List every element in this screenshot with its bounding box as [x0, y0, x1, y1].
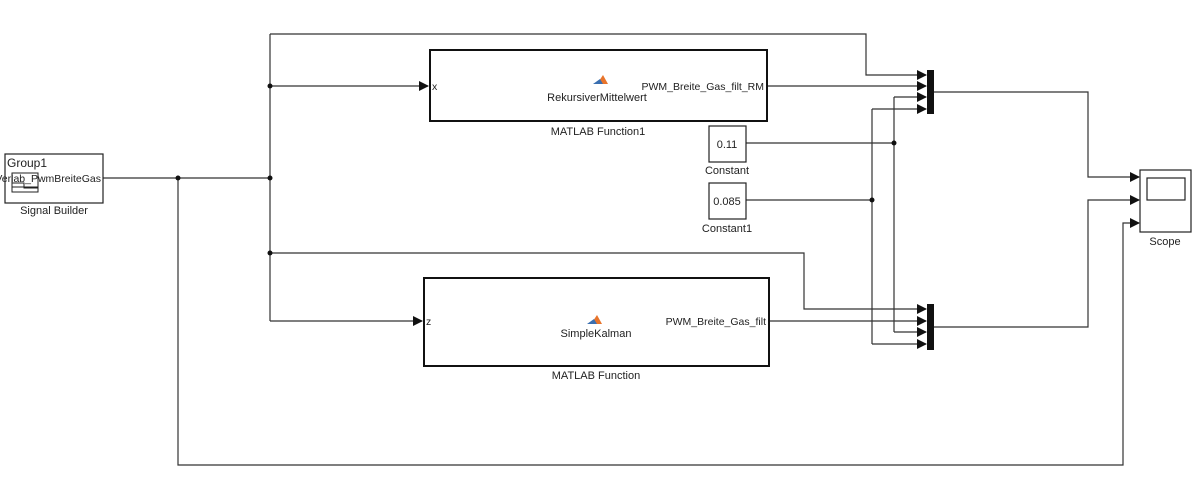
- constant-value: 0.11: [717, 139, 738, 151]
- constant-label: Constant: [705, 165, 749, 177]
- signal-builder-group: Group1: [7, 156, 47, 170]
- constant1-block[interactable]: 0.085 Constant1: [702, 182, 752, 235]
- matlab-function1-label: MATLAB Function1: [551, 126, 646, 138]
- scope-label: Scope: [1149, 236, 1180, 248]
- matlab-function-block[interactable]: z SimpleKalman PWM_Breite_Gas_filt MATLA…: [423, 277, 770, 382]
- matlab-function1-block[interactable]: x RekursiverMittelwert PWM_Breite_Gas_fi…: [429, 49, 768, 138]
- matlab-function-label: MATLAB Function: [552, 370, 640, 382]
- mux-block-top[interactable]: [927, 70, 934, 114]
- constant-block[interactable]: 0.11 Constant: [705, 125, 749, 177]
- signal-builder-label: Signal Builder: [20, 205, 88, 217]
- signal-builder-block[interactable]: Group1 Verlab_PwmBreiteGas Signal Builde…: [0, 153, 104, 217]
- matlab-function1-name: RekursiverMittelwert: [547, 92, 647, 104]
- signal-builder-icon: [11, 172, 39, 193]
- matlab-function-output-port: PWM_Breite_Gas_filt: [666, 316, 766, 328]
- matlab-function1-input-port: x: [432, 81, 438, 93]
- branch-points: [175, 83, 897, 256]
- constant1-label: Constant1: [702, 223, 752, 235]
- signal-builder-signal: Verlab_PwmBreiteGas: [0, 173, 101, 185]
- mux-block-bottom[interactable]: [927, 304, 934, 350]
- matlab-function1-output-port: PWM_Breite_Gas_filt_RM: [641, 81, 764, 93]
- constant1-value: 0.085: [713, 196, 741, 208]
- matlab-function-name: SimpleKalman: [561, 328, 632, 340]
- signal-lines: [103, 33, 1140, 466]
- scope-block[interactable]: Scope: [1139, 169, 1192, 248]
- scope-screen-icon: [1146, 177, 1186, 201]
- matlab-function-input-port: z: [426, 316, 431, 328]
